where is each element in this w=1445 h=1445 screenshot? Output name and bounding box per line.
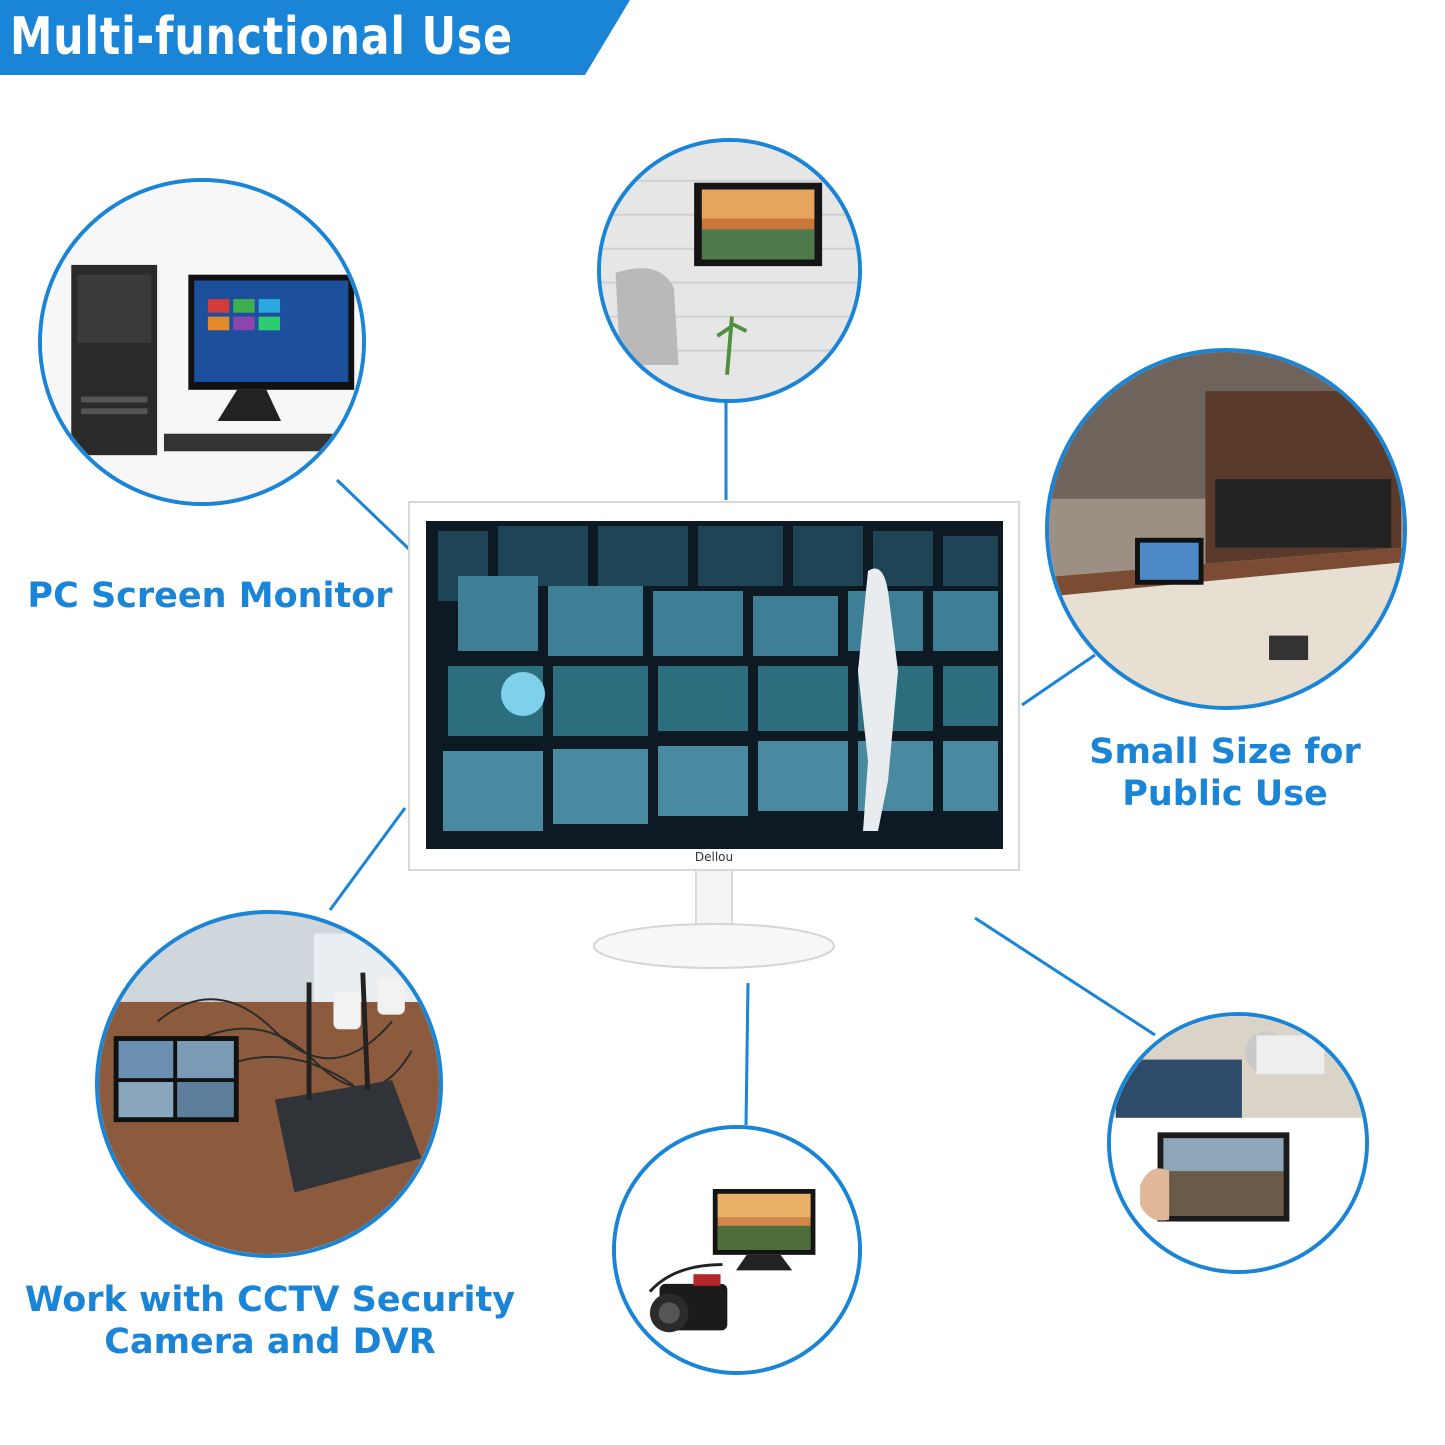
pc-caption: PC Screen Monitor <box>10 575 410 617</box>
monitor-brand-label: Dellou <box>694 850 734 864</box>
center-monitor: Dellou <box>408 501 1020 971</box>
wall-mounted-frame-icon <box>601 142 858 399</box>
public-use-caption: Small Size for Public Use <box>1060 731 1390 815</box>
handheld-scene-circle <box>1107 1012 1369 1274</box>
video-camera-icon <box>616 1129 858 1371</box>
caption-line: Work with CCTV Security <box>24 1280 516 1320</box>
banner-background <box>0 0 630 75</box>
public-use-scene-circle <box>1045 348 1407 710</box>
pc-scene-circle <box>38 178 366 506</box>
header-banner: Multi-functional Use <box>0 0 630 75</box>
handheld-tablet-icon <box>1111 1016 1365 1270</box>
caption-line: Camera and DVR <box>104 1322 436 1362</box>
caption-line: Public Use <box>1122 774 1328 814</box>
wall-mount-scene-circle <box>597 138 862 403</box>
pc-desktop-icon <box>42 182 362 502</box>
caption-line: Small Size for <box>1089 732 1361 772</box>
courtroom-desk-icon <box>1049 352 1403 706</box>
cctv-dvr-icon <box>99 914 439 1254</box>
camera-scene-circle <box>612 1125 862 1375</box>
cctv-scene-circle <box>95 910 443 1258</box>
monitor-illustration <box>408 501 1020 969</box>
caption-line: PC Screen Monitor <box>27 576 393 616</box>
page-title: Multi-functional Use <box>10 7 513 67</box>
cctv-caption: Work with CCTV Security Camera and DVR <box>20 1279 520 1363</box>
